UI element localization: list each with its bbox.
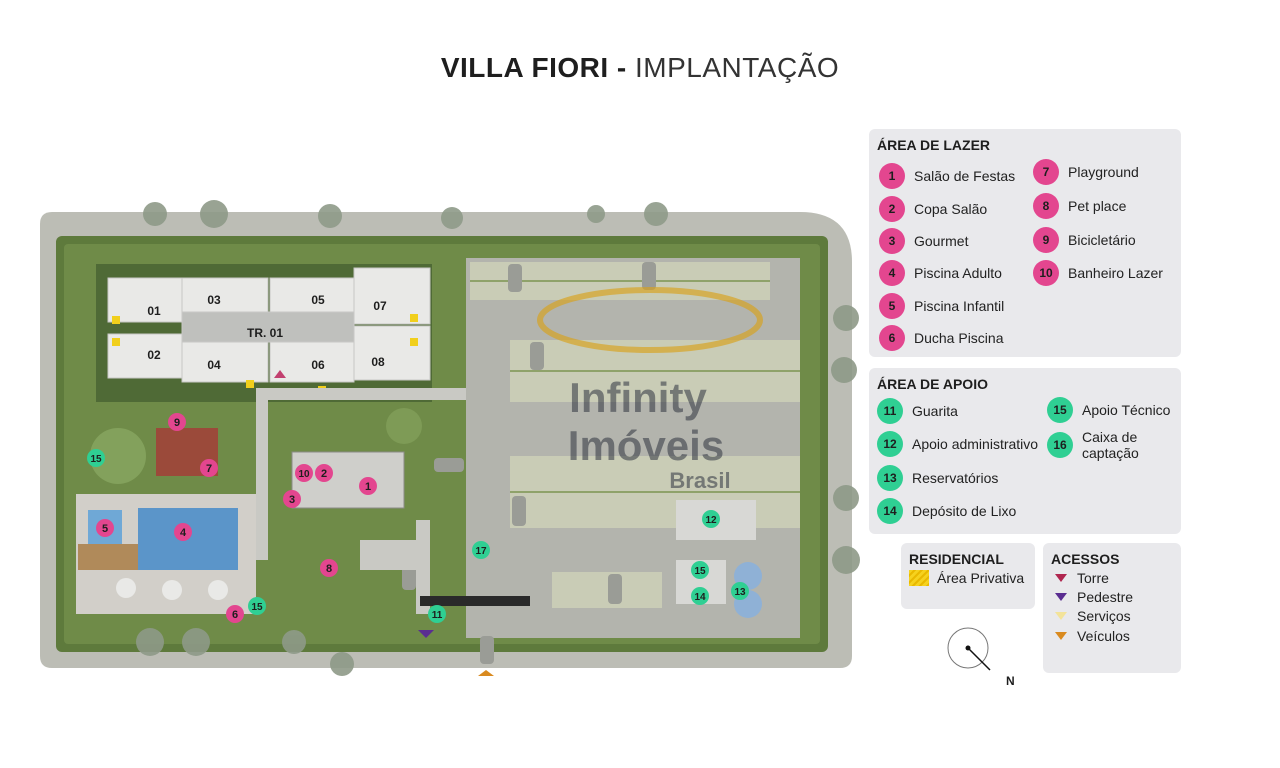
legend-apoio-title: ÁREA DE APOIO [877, 376, 988, 392]
unit-02: 02 [147, 348, 161, 362]
watermark-line1: Infinity [569, 374, 707, 421]
marker-15c: 15 [694, 566, 706, 577]
title-dash: - [608, 52, 636, 83]
unit-05: 05 [311, 293, 325, 307]
marker-13: 13 [734, 587, 746, 598]
legend-residencial-panel: RESIDENCIAL Área Privativa [901, 543, 1035, 609]
unit-01: 01 [147, 304, 161, 318]
legend-access-servicos: Serviços [1051, 608, 1131, 624]
unit-06: 06 [311, 358, 325, 372]
arrow-veiculos-icon [1055, 632, 1067, 640]
legend-acessos-panel: ACESSOS Torre Pedestre Serviços Veículos [1043, 543, 1181, 673]
legend-item-area-privativa: Área Privativa [909, 570, 1024, 586]
marker-9: 9 [174, 417, 180, 429]
site-plan-map: 01 02 03 04 05 06 07 08 TR. 01 Infinity … [40, 200, 860, 676]
marker-15b: 15 [251, 602, 263, 613]
marker-3: 3 [289, 494, 295, 506]
unit-08: 08 [371, 355, 385, 369]
unit-07: 07 [373, 299, 387, 313]
marker-1: 1 [365, 481, 371, 493]
legend-access-veiculos: Veículos [1051, 628, 1130, 644]
legend-access-torre: Torre [1051, 570, 1109, 586]
north-label: N [1006, 674, 1015, 688]
marker-2: 2 [321, 468, 327, 480]
marker-4: 4 [180, 527, 187, 539]
north-compass-icon [947, 627, 991, 671]
marker-12: 12 [705, 515, 717, 526]
unit-04: 04 [207, 358, 221, 372]
marker-14: 14 [694, 592, 706, 603]
marker-8: 8 [326, 563, 332, 575]
legend-acessos-title: ACESSOS [1051, 551, 1120, 567]
watermark-line3: Brasil [669, 468, 730, 493]
page-title: VILLA FIORI - IMPLANTAÇÃO [0, 52, 1280, 84]
legend-access-pedestre: Pedestre [1051, 589, 1133, 605]
legend-residencial-title: RESIDENCIAL [909, 551, 1004, 567]
marker-17: 17 [475, 546, 487, 557]
arrow-pedestre-icon [1055, 593, 1067, 601]
marker-10: 10 [298, 469, 310, 480]
marker-7: 7 [206, 463, 212, 475]
title-light: IMPLANTAÇÃO [635, 52, 840, 83]
marker-15a: 15 [90, 454, 102, 465]
watermark-line2: Imóveis [568, 422, 724, 469]
private-area-swatch [909, 570, 929, 586]
tower-label: TR. 01 [247, 326, 283, 340]
marker-11: 11 [432, 610, 443, 621]
marker-6: 6 [232, 609, 238, 621]
arrow-servicos-icon [1055, 612, 1067, 620]
legend-lazer-title: ÁREA DE LAZER [877, 137, 991, 153]
arrow-torre-icon [1055, 574, 1067, 582]
title-bold: VILLA FIORI [440, 52, 609, 83]
unit-03: 03 [207, 293, 221, 307]
marker-5: 5 [102, 523, 108, 535]
